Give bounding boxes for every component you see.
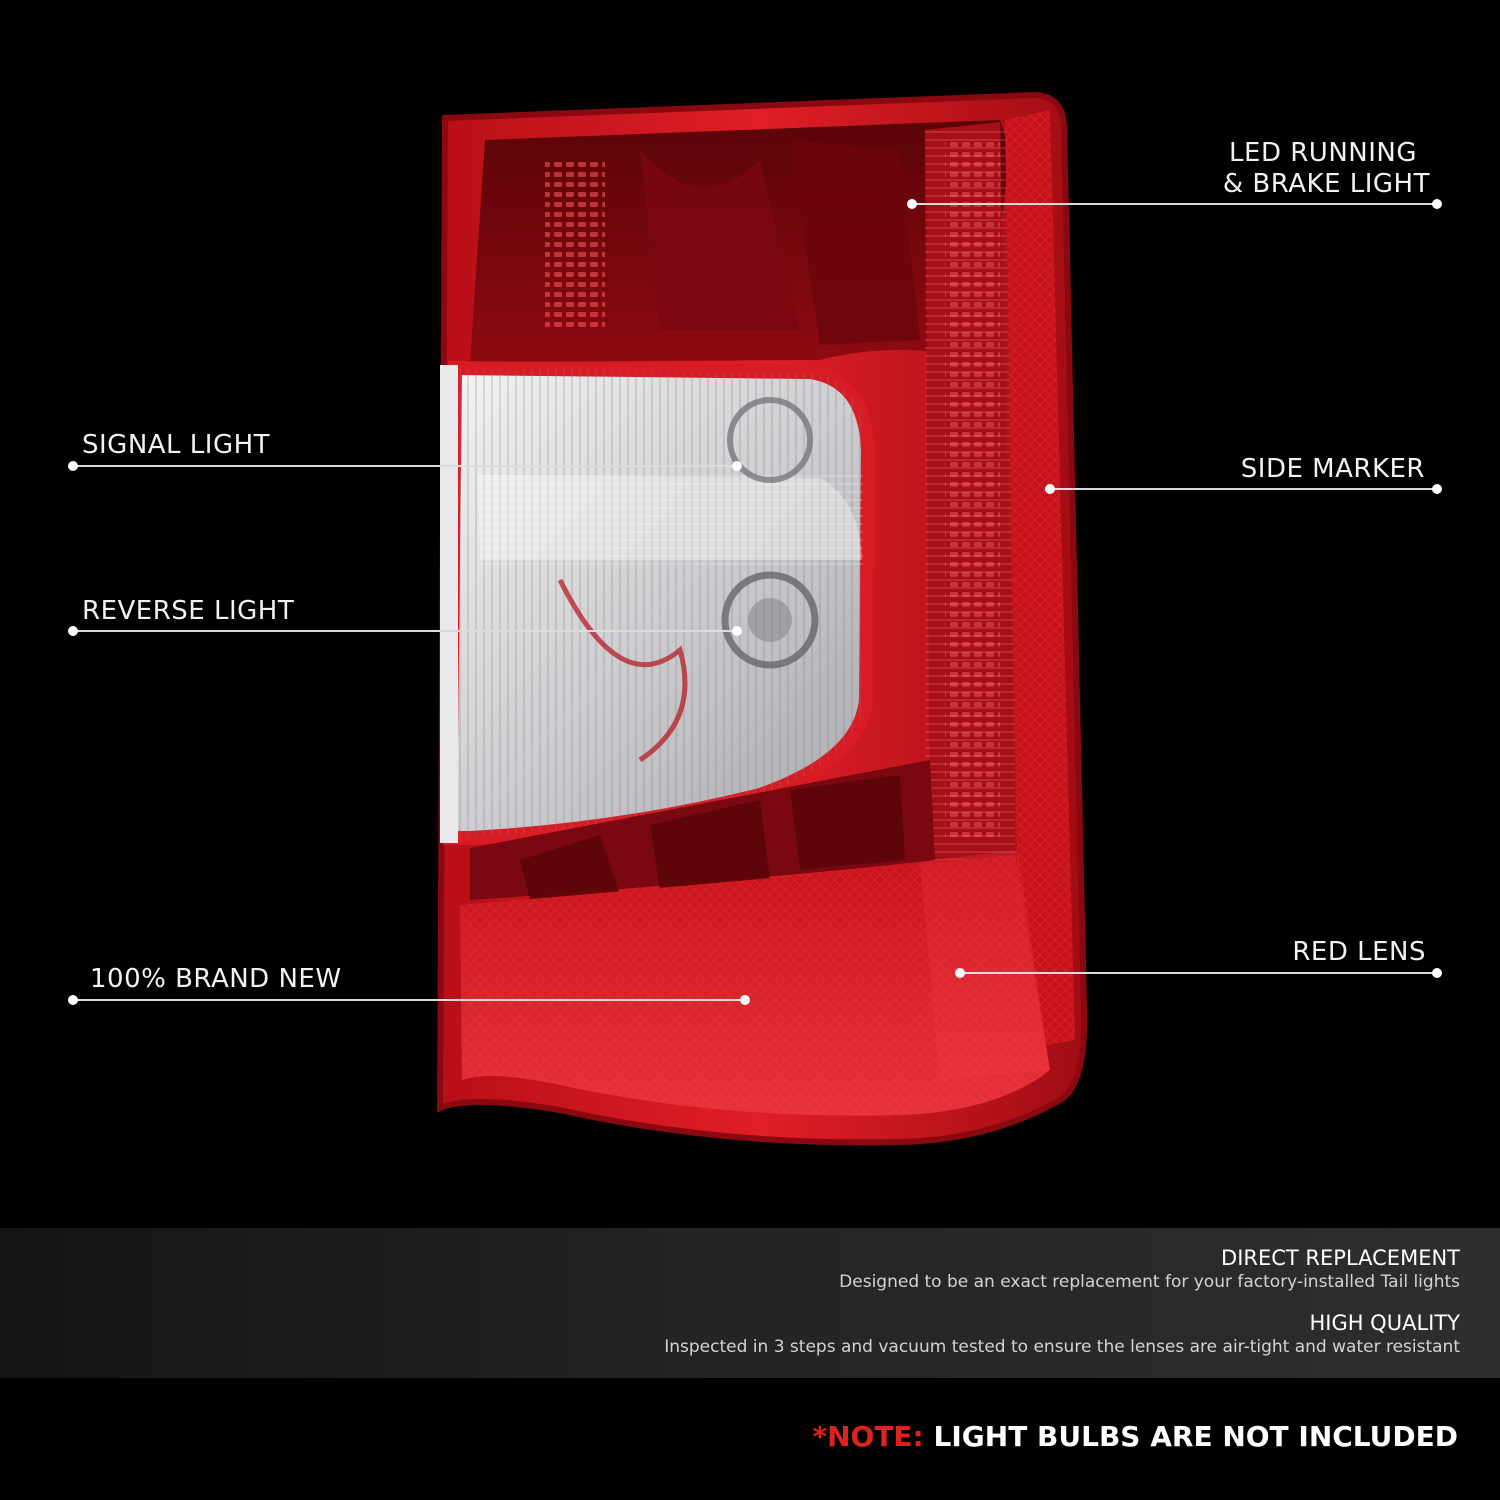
callout-led-line1: LED RUNNING <box>1229 138 1417 168</box>
note-prefix: *NOTE: <box>812 1420 924 1453</box>
feature-title: HIGH QUALITY <box>1309 1311 1460 1335</box>
callout-brand-new: 100% BRAND NEW <box>90 964 342 994</box>
feature-info-band: DIRECT REPLACEMENT Designed to be an exa… <box>0 1228 1500 1378</box>
callout-side-marker: SIDE MARKER <box>1240 454 1425 484</box>
callout-lines <box>68 199 1442 1005</box>
note-text: LIGHT BULBS ARE NOT INCLUDED <box>933 1420 1458 1453</box>
feature-title: DIRECT REPLACEMENT <box>1221 1246 1460 1270</box>
callout-led-running-brake-light: LED RUNNING & BRAKE LIGHT <box>1150 138 1430 200</box>
callout-signal-light: SIGNAL LIGHT <box>82 430 271 460</box>
callout-red-lens: RED LENS <box>1292 937 1426 967</box>
feature-description: Inspected in 3 steps and vacuum tested t… <box>664 1337 1460 1357</box>
callout-led-line2: & BRAKE LIGHT <box>1222 169 1430 199</box>
feature-description: Designed to be an exact replacement for … <box>839 1272 1460 1292</box>
feature-high-quality: HIGH QUALITY Inspected in 3 steps and va… <box>664 1310 1460 1358</box>
feature-direct-replacement: DIRECT REPLACEMENT Designed to be an exa… <box>839 1245 1460 1293</box>
callout-reverse-light: REVERSE LIGHT <box>82 596 295 626</box>
clear-edge <box>440 365 458 843</box>
bulbs-not-included-note: *NOTE: LIGHT BULBS ARE NOT INCLUDED <box>812 1420 1458 1454</box>
led-array <box>545 160 605 330</box>
